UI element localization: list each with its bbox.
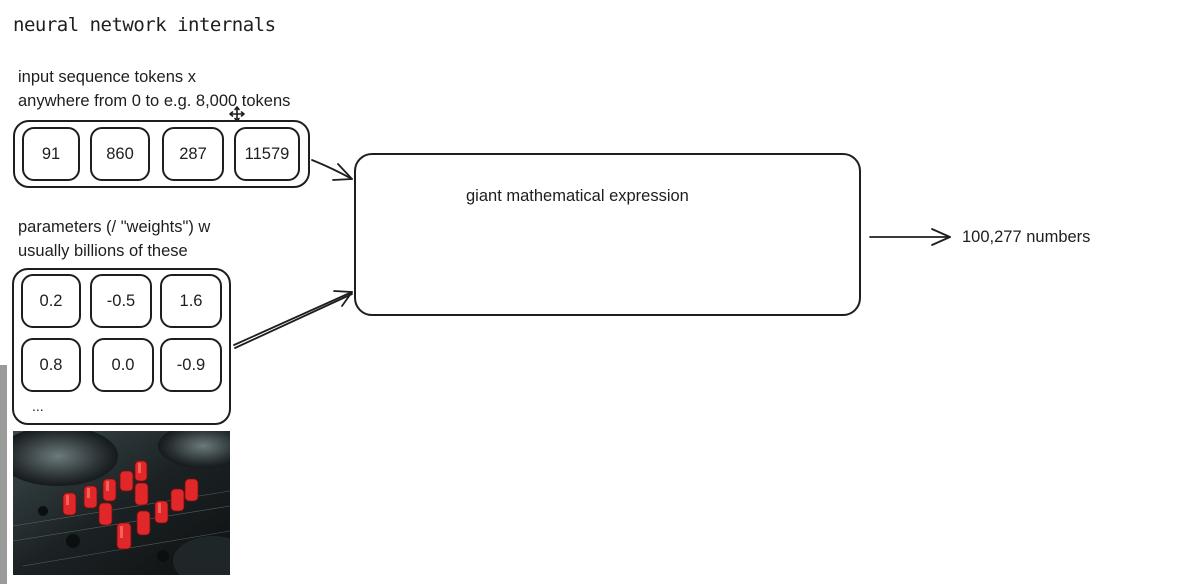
weight-box: -0.9	[160, 338, 222, 392]
mixer-photo-icon	[13, 431, 230, 575]
token-box: 287	[162, 127, 224, 181]
weight-box: 0.0	[92, 338, 154, 392]
weight-box: 0.2	[21, 274, 81, 328]
params-label-line1: parameters (/ "weights") w	[18, 218, 211, 236]
output-label: 100,277 numbers	[962, 228, 1091, 246]
expression-box	[354, 153, 861, 316]
expression-label: giant mathematical expression	[466, 187, 689, 205]
input-label: input sequence tokens x anywhere from 0 …	[18, 65, 290, 113]
params-arrow	[233, 291, 353, 346]
weight-box: 1.6	[160, 274, 222, 328]
move-cursor-icon	[229, 106, 245, 122]
token-box: 91	[22, 127, 80, 181]
input-arrow	[311, 159, 353, 180]
weight-box: -0.5	[90, 274, 152, 328]
params-ellipsis: ...	[32, 398, 44, 414]
input-arrow-head	[332, 163, 353, 181]
mixer-photo	[13, 431, 230, 575]
params-label-line2: usually billions of these	[18, 242, 188, 260]
page-title: neural network internals	[13, 14, 276, 36]
params-label: parameters (/ "weights") w usually billi…	[18, 215, 210, 263]
input-label-line2: anywhere from 0 to e.g. 8,000 tokens	[18, 92, 291, 110]
output-arrow-head	[931, 228, 951, 246]
params-arrow-2	[234, 293, 353, 349]
token-box: 860	[90, 127, 150, 181]
input-tokens-group	[13, 120, 310, 188]
token-box: 11579	[234, 127, 300, 181]
params-group	[12, 268, 231, 425]
weight-box: 0.8	[21, 338, 81, 392]
params-arrow-head	[333, 290, 353, 307]
input-label-line1: input sequence tokens x	[18, 68, 196, 86]
left-edge-bar	[0, 365, 7, 584]
